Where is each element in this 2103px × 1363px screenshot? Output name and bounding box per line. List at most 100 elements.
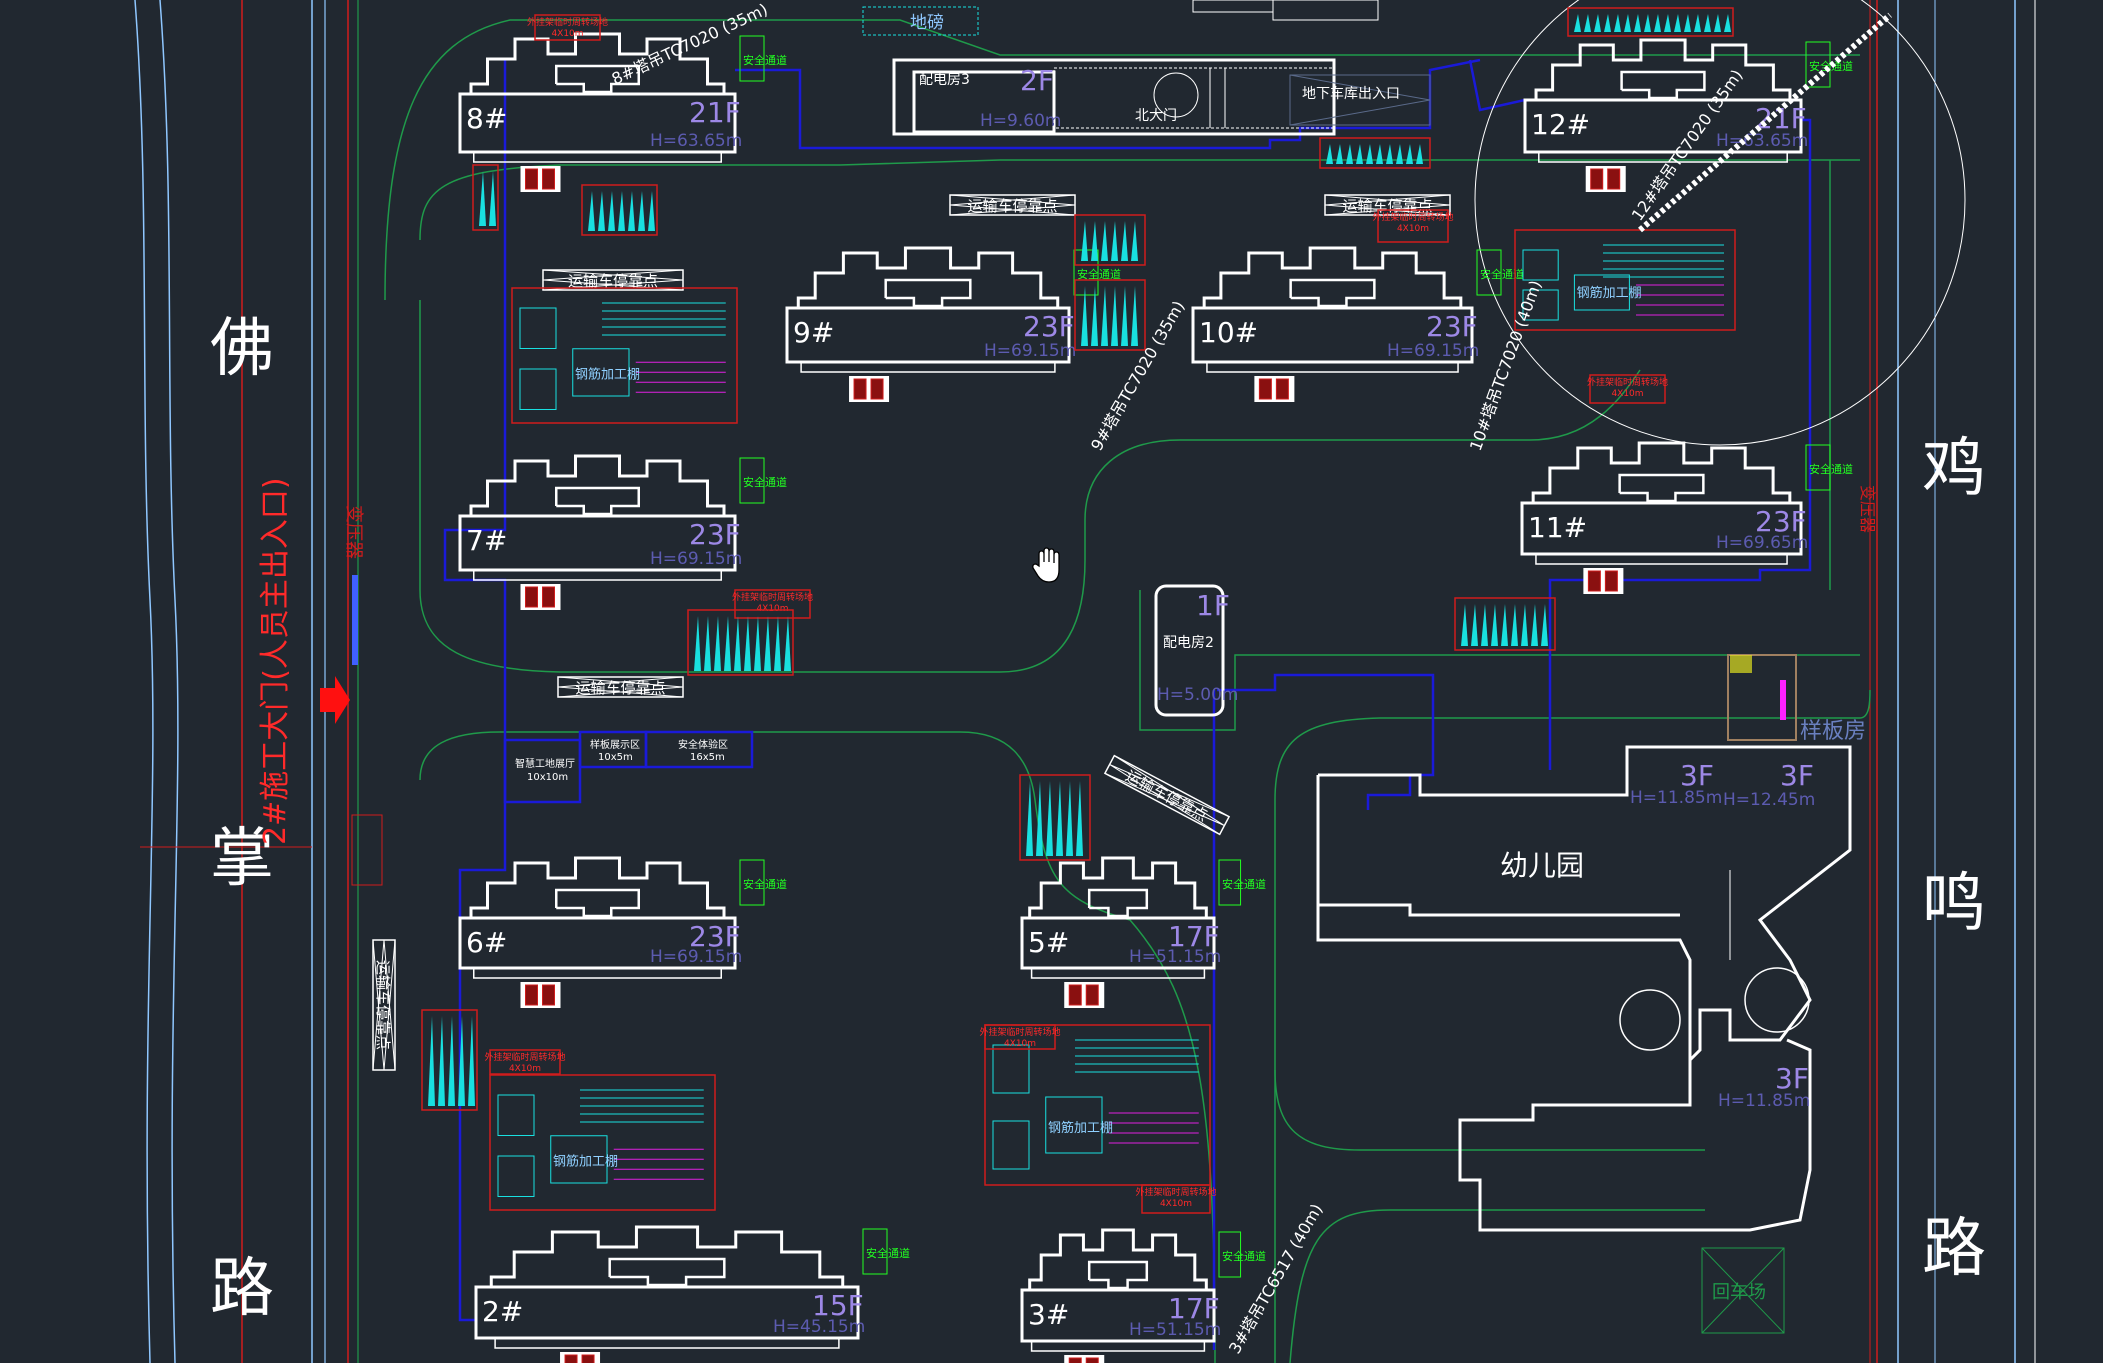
transport-vehicle-stop[interactable]: 运输车停靠点 — [1103, 754, 1231, 836]
scaffold-yard-size: 4X10m — [1004, 1039, 1036, 1049]
rebar-stack — [581, 184, 658, 236]
tower-crane-label: 10#塔吊TC7020 (40m) — [1466, 278, 1545, 454]
rebar-stack — [472, 164, 499, 231]
rebar-stack — [1567, 7, 1734, 37]
transport-vehicle-stop[interactable]: 运输车停靠点 — [542, 269, 684, 291]
transport-vehicle-stop[interactable]: 运输车停靠点 — [1324, 194, 1451, 216]
road-char: 路 — [1922, 1212, 1986, 1286]
tower-crane[interactable]: 8#塔吊TC7020 (35m) — [609, 0, 771, 89]
kindergarten-height: H=12.45m — [1723, 790, 1815, 810]
steel-processing-area[interactable]: 钢筋加工棚 — [1514, 229, 1736, 331]
kindergarten[interactable]: 幼儿园 3F H=11.85m 3F H=12.45m 3F H=11.85m — [1316, 745, 1852, 1232]
scaffold-yard-label: 外挂架临时周转场地 — [732, 591, 813, 603]
building-number: 5# — [1028, 926, 1069, 959]
construction-elevator-icon — [520, 166, 561, 192]
power-room-2[interactable]: 1F 配电房2 H=5.00m — [1154, 584, 1238, 717]
scaffold-yard-label: 外挂架临时周转场地 — [1372, 211, 1453, 223]
safety-passage-label: 安全通道 — [1222, 1249, 1266, 1263]
road-label-right: 鸡 鸣 路 — [1922, 432, 1986, 1286]
sample-room[interactable]: 样板房 — [1727, 654, 1866, 744]
north-gate[interactable]: 北大门 — [1053, 67, 1335, 129]
north-gate-label: 北大门 — [1135, 108, 1177, 124]
transport-vehicle-stop[interactable]: 运输车停靠点 — [949, 194, 1076, 216]
power-room-2-floors: 1F — [1196, 589, 1230, 622]
steel-processing-area[interactable]: 钢筋加工棚 — [511, 287, 738, 424]
road-char: 佛 — [210, 312, 274, 386]
building-height: H=69.65m — [1716, 533, 1808, 553]
construction-elevator-icon — [1064, 1355, 1105, 1363]
left-road — [134, 0, 359, 1363]
pan-hand-cursor-icon — [1032, 547, 1060, 583]
tower-crane[interactable]: 9#塔吊TC7020 (35m) — [1087, 297, 1188, 454]
safety-passage: 安全通道 — [739, 457, 787, 504]
steel-shed-label: 钢筋加工棚 — [553, 1153, 618, 1169]
parking-label: 运输车停靠点 — [374, 960, 392, 1050]
safety-passage-label: 安全通道 — [743, 475, 787, 489]
sample-room-label: 样板房 — [1800, 719, 1866, 744]
scaffold-yard-label: 外挂架临时周转场地 — [1135, 1186, 1216, 1198]
building-number: 2# — [482, 1295, 523, 1328]
building-floors: 17F — [1168, 920, 1220, 953]
building-floors: 23F — [1023, 310, 1075, 343]
steel-processing-area[interactable]: 钢筋加工棚 — [489, 1074, 716, 1211]
building-number: 11# — [1528, 511, 1587, 544]
transformer-label: 变压器 — [343, 505, 364, 559]
steel-processing-area[interactable]: 钢筋加工棚 — [984, 1024, 1211, 1186]
building-number: 10# — [1199, 316, 1258, 349]
construction-elevator-icon — [560, 1352, 601, 1363]
steel-shed-label: 钢筋加工棚 — [1048, 1120, 1113, 1136]
building-height: H=63.65m — [650, 131, 742, 151]
building-height: H=69.15m — [650, 549, 742, 569]
weighbridge[interactable]: 地磅 — [862, 6, 979, 36]
kindergarten-height: H=11.85m — [1718, 1091, 1810, 1111]
exhibition-label: 样板展示区 — [590, 738, 640, 751]
power-room-3[interactable]: 配电房3 2F H=9.60m — [892, 58, 1336, 136]
gate-facility — [351, 814, 383, 886]
steel-shed-label: 钢筋加工棚 — [1577, 285, 1642, 301]
power-room-2-label: 配电房2 — [1163, 635, 1214, 651]
parking-layer: 运输车停靠点运输车停靠点运输车停靠点运输车停靠点运输车停靠点运输车停靠点 — [372, 194, 1451, 1071]
scaffold-yard-label: 外挂架临时周转场地 — [527, 16, 608, 28]
rebar-stack — [687, 609, 794, 676]
safety-passage: 安全通道 — [1218, 1231, 1266, 1278]
kindergarten-floors: 3F — [1680, 759, 1714, 792]
turnaround-area[interactable]: 回车场 — [1701, 1247, 1785, 1334]
construction-elevator-icon — [849, 376, 890, 402]
building-height: H=63.65m — [1716, 131, 1808, 151]
building-height: H=45.15m — [773, 1317, 865, 1337]
rebar-stack — [421, 1009, 478, 1111]
top-structure — [1272, 0, 1379, 21]
tower-cranes-layer: 8#塔吊TC7020 (35m)12#塔吊TC7020 (35m)9#塔吊TC7… — [609, 0, 1892, 1357]
safety-passage-label: 安全通道 — [1809, 462, 1853, 476]
tower-crane[interactable]: 10#塔吊TC7020 (40m) — [1466, 278, 1545, 454]
gate-structure — [352, 575, 358, 665]
road-label-left: 佛 掌 路 — [210, 312, 274, 1326]
exhibition-size: 16x5m — [690, 752, 725, 763]
parking-label: 运输车停靠点 — [967, 197, 1057, 215]
transport-vehicle-stop[interactable]: 运输车停靠点 — [372, 939, 396, 1071]
building-floors: 15F — [812, 1289, 864, 1322]
transport-vehicle-stop[interactable]: 运输车停靠点 — [557, 676, 684, 698]
garage-entrance[interactable]: 地下车库出入口 — [1289, 74, 1431, 126]
weighbridge-label: 地磅 — [910, 13, 944, 33]
top-structure — [1192, 0, 1274, 13]
safety-passage-label: 安全通道 — [743, 877, 787, 891]
